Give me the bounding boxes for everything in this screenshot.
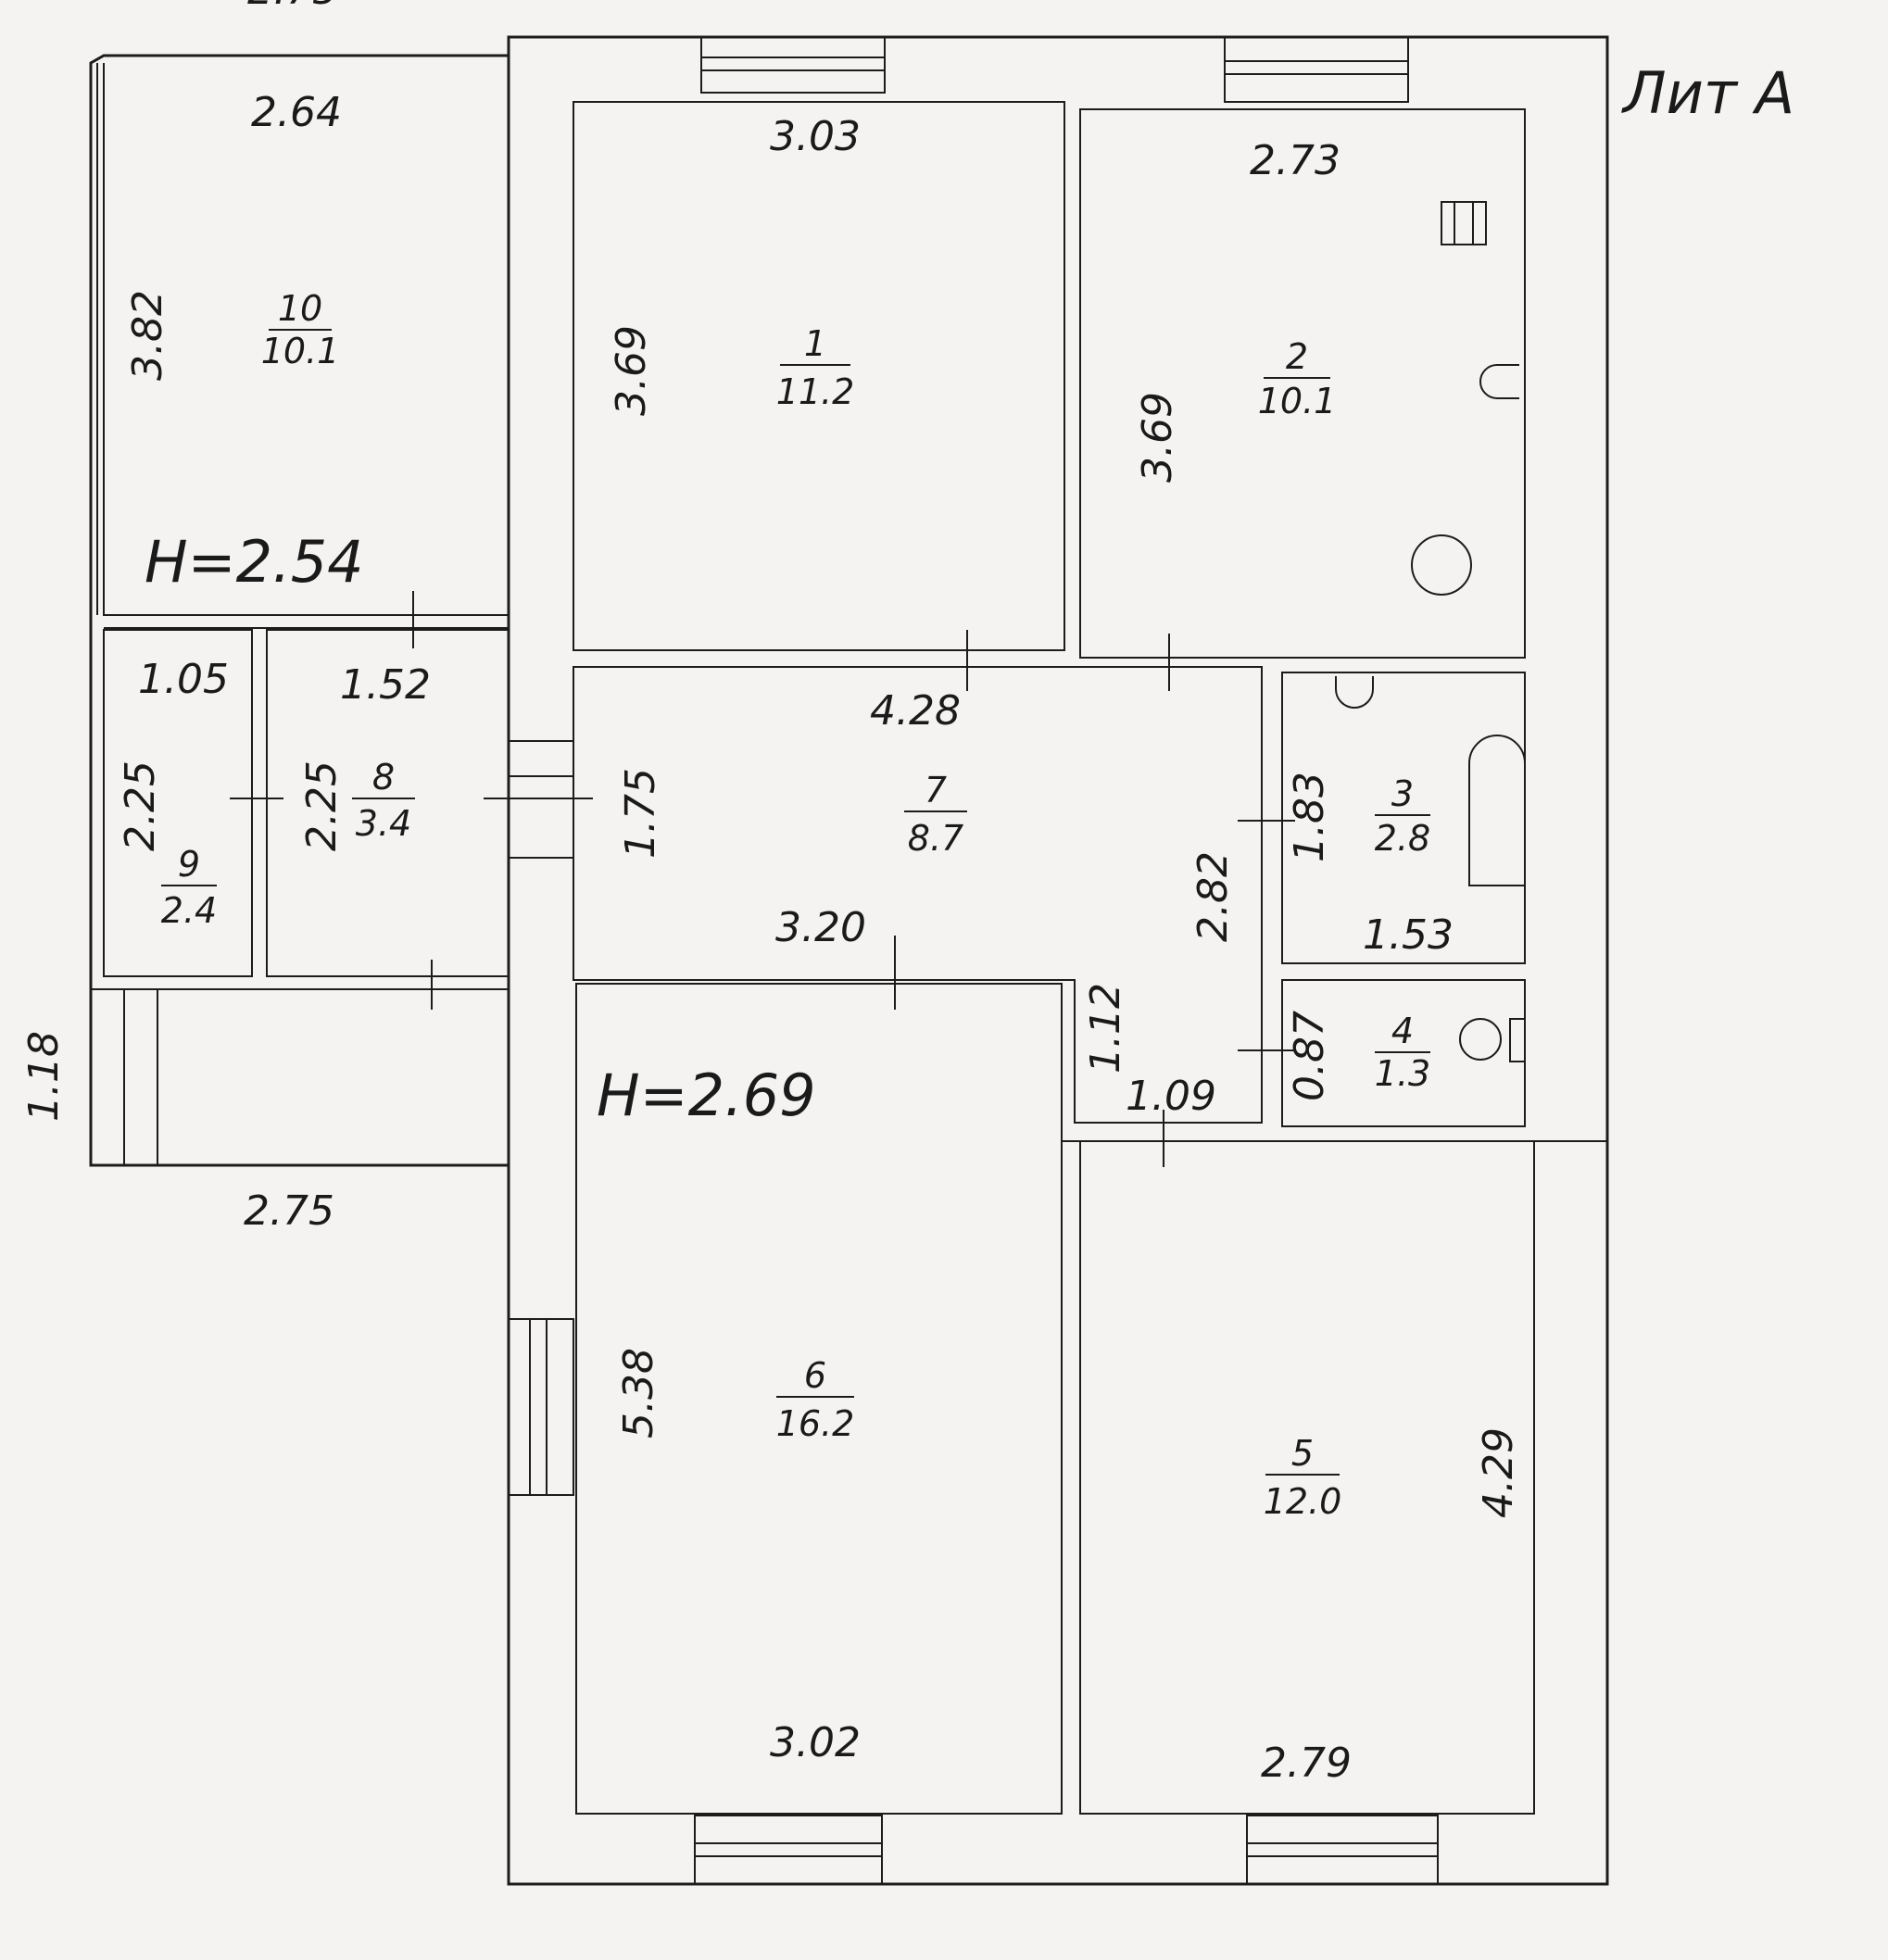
room-number: 6: [804, 1355, 826, 1396]
dim-r2-height: 3.69: [1134, 392, 1181, 483]
room-label-5: 5 12.0: [1264, 1433, 1342, 1522]
window-bottom-2: [1246, 1815, 1439, 1885]
room-label-4: 4 1.3: [1375, 1011, 1430, 1094]
stove-icon: [1411, 534, 1472, 596]
sink-icon: [1479, 364, 1519, 399]
room-label-1: 1 11.2: [776, 323, 855, 412]
room-area: 1.3: [1375, 1053, 1430, 1094]
room-label-9: 9 2.4: [161, 844, 217, 931]
room-label-6: 6 16.2: [776, 1355, 855, 1444]
dimension-labels: 2.75 2.64 3.82 3.03 3.69 2.73 3.69 1.05 …: [20, 0, 1522, 1787]
dim-niche-width: 1.09: [1126, 1073, 1216, 1120]
height-left-wing: H=2.54: [145, 528, 364, 596]
room5-wall: [1079, 1140, 1535, 1815]
dim-top-cut: 2.75: [247, 0, 338, 14]
window-top-2: [1224, 36, 1409, 103]
room2-wall: [1079, 108, 1526, 659]
dim-r10-width: 2.64: [251, 89, 342, 136]
main-outer-wall: [507, 35, 1609, 1886]
toilet-icon: [1459, 1018, 1526, 1062]
window-left-main: [508, 1318, 574, 1496]
dim-hall-depth: 1.75: [617, 768, 664, 859]
dim-hall-lower: 3.20: [775, 904, 866, 951]
room1-wall: [573, 101, 1065, 651]
room-area: 11.2: [776, 371, 855, 412]
left-wing-outer-wall: [89, 54, 509, 1167]
dim-r9-height: 2.25: [117, 760, 164, 851]
dim-hall-width: 4.28: [870, 687, 961, 735]
dim-hall-side: 2.82: [1189, 851, 1237, 942]
ventilation-icon: [1441, 201, 1487, 245]
dim-r9-width: 1.05: [138, 656, 229, 703]
room-number: 3: [1391, 773, 1414, 814]
dim-r6-width: 3.02: [770, 1719, 861, 1766]
room-number: 5: [1291, 1433, 1314, 1474]
window-top-1: [700, 36, 886, 94]
room-area: 2.8: [1375, 818, 1430, 859]
hall7-wall: [573, 666, 1263, 1124]
room-number: 8: [372, 757, 395, 798]
room-area: 10.1: [1258, 381, 1337, 421]
room-area: 3.4: [356, 803, 411, 844]
dim-wc-height: 0.87: [1286, 1011, 1333, 1101]
plan-title: Лит А: [1621, 59, 1794, 127]
room-area: 16.2: [776, 1403, 855, 1444]
dim-r1-height: 3.69: [608, 325, 655, 416]
room-label-10: 10 10.1: [261, 288, 340, 371]
dim-r5-height: 4.29: [1475, 1427, 1522, 1518]
porch-steps: [123, 989, 158, 1165]
dim-r8-width: 1.52: [340, 661, 431, 709]
door-marks: [230, 591, 1295, 1167]
room-number: 7: [925, 770, 947, 810]
dim-porch-height: 1.18: [20, 1031, 68, 1122]
dim-r6-height: 5.38: [615, 1348, 662, 1439]
room-area: 12.0: [1264, 1481, 1342, 1522]
bathtub-icon: [1468, 735, 1526, 886]
dim-r5-width: 2.79: [1261, 1740, 1352, 1787]
dim-r2-width: 2.73: [1250, 137, 1340, 184]
height-main: H=2.69: [597, 1062, 816, 1129]
room10-wall: [103, 63, 509, 616]
room9-wall: [103, 629, 253, 977]
room-label-2: 2 10.1: [1258, 336, 1337, 421]
room-number: 2: [1286, 336, 1308, 377]
room-area: 10.1: [261, 331, 340, 371]
room-number: 9: [178, 844, 200, 885]
washbasin-icon: [1335, 676, 1374, 709]
room6-wall: [575, 983, 1063, 1815]
room-label-8: 8 3.4: [352, 757, 415, 844]
room-number: 4: [1391, 1011, 1414, 1051]
fixtures: [1335, 201, 1526, 1062]
room-labels: 10 10.1 1 11.2 2 10.1 9 2.4 8 3.4 7 8.7: [161, 288, 1430, 1522]
dim-r10-height: 3.82: [124, 290, 171, 381]
dim-bath-width: 1.53: [1363, 911, 1454, 959]
dim-r8-height: 2.25: [298, 760, 346, 851]
room-area: 8.7: [908, 818, 963, 859]
inner-walls: [91, 52, 1607, 1815]
dim-r1-width: 3.03: [770, 113, 861, 160]
room-label-7: 7 8.7: [904, 770, 967, 859]
dim-bath-height: 1.83: [1286, 772, 1333, 862]
dim-niche-height: 1.12: [1082, 983, 1129, 1074]
room-number: 10: [278, 288, 322, 329]
room-label-3: 3 2.8: [1375, 773, 1430, 859]
dim-porch-width: 2.75: [244, 1187, 334, 1235]
room-area: 2.4: [161, 890, 217, 931]
window-bottom-1: [694, 1815, 883, 1885]
room-number: 1: [804, 323, 826, 364]
